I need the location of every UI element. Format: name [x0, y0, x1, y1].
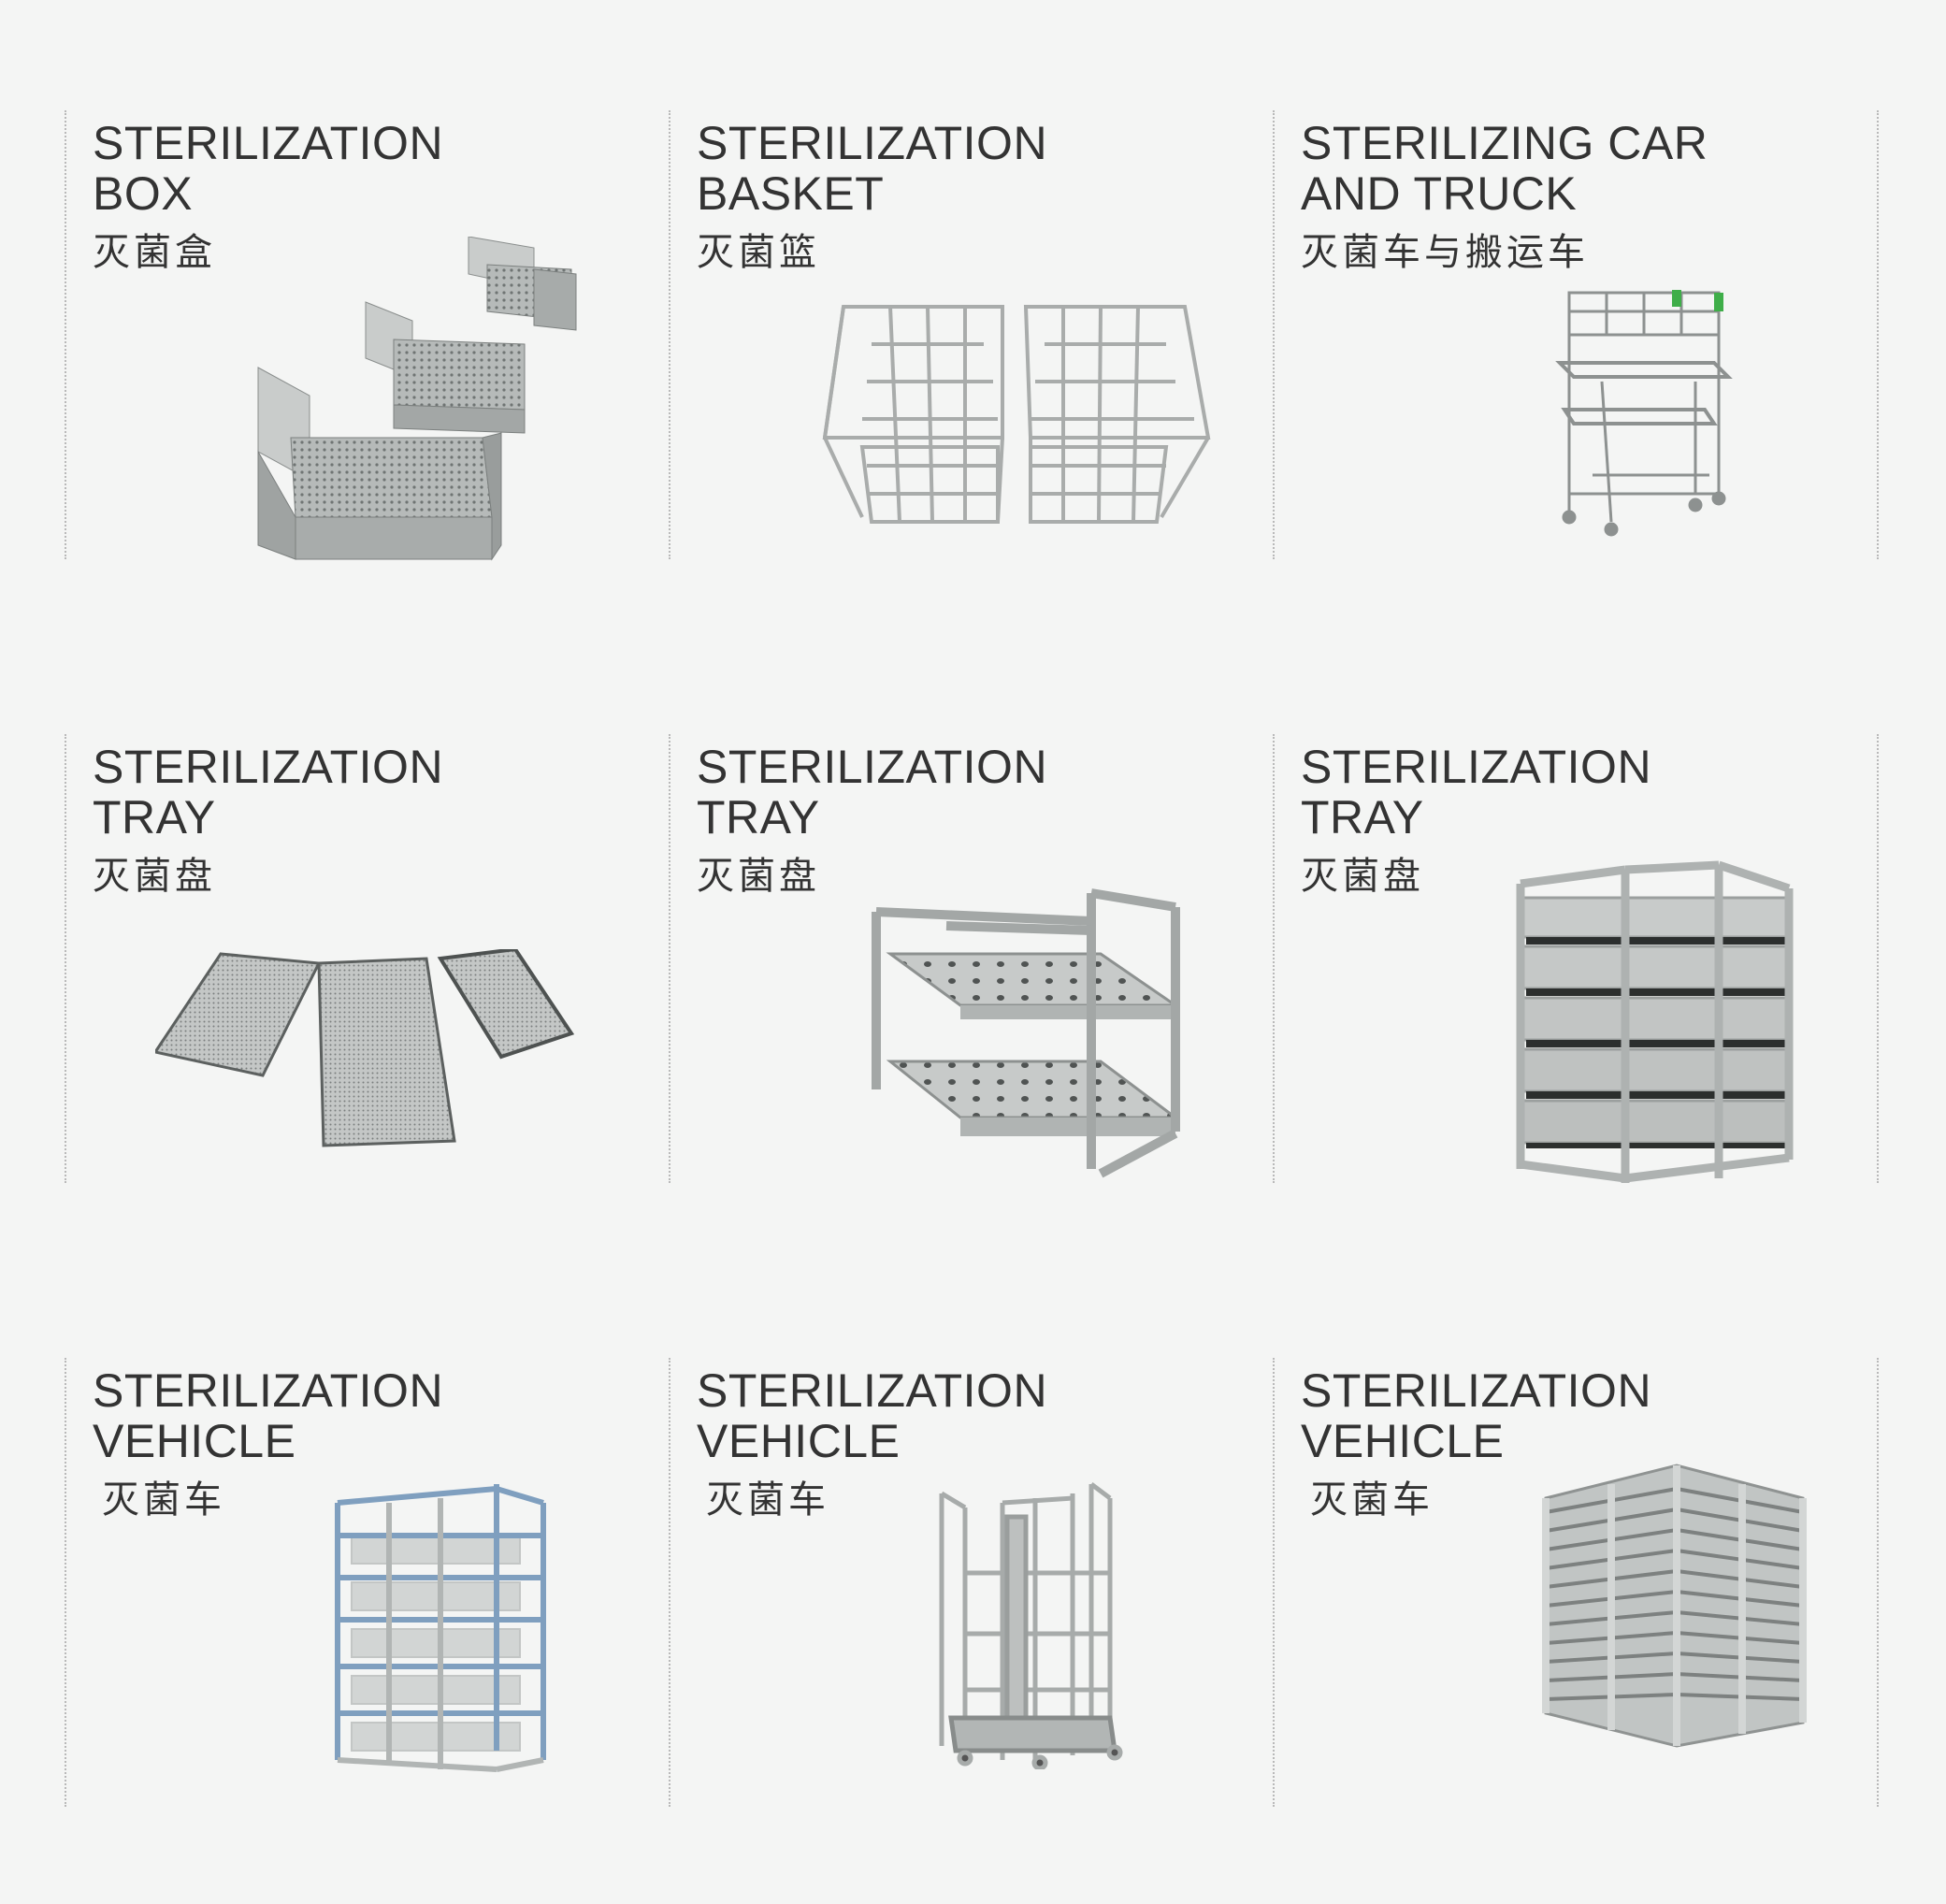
sterilization-vehicle-slats-image	[1541, 1461, 1812, 1751]
product-chinese-name: 灭菌车	[102, 1479, 225, 1521]
product-chinese-name: 灭菌车	[1310, 1479, 1434, 1521]
sterilization-box-image	[253, 237, 646, 564]
sterilization-basket-image	[815, 297, 1227, 531]
product-chinese-name: 灭菌盘	[93, 856, 216, 897]
sterilization-vehicle-shelves-image	[333, 1479, 557, 1779]
product-chinese-name: 灭菌盘	[697, 856, 820, 897]
sterilization-tray-flat-image	[155, 949, 604, 1174]
sterilization-tray-rack-image	[867, 888, 1204, 1178]
product-chinese-name: 灭菌车与搬运车	[1301, 232, 1589, 273]
product-chinese-name: 灭菌车	[706, 1479, 829, 1521]
product-chinese-name: 灭菌盘	[1301, 856, 1424, 897]
product-chinese-name: 灭菌盒	[93, 232, 216, 273]
product-chinese-name: 灭菌篮	[697, 232, 820, 273]
sterilization-tray-stack-image	[1513, 860, 1794, 1183]
sterilizing-car-image	[1555, 288, 1742, 541]
sterilization-vehicle-cage-image	[937, 1479, 1124, 1769]
